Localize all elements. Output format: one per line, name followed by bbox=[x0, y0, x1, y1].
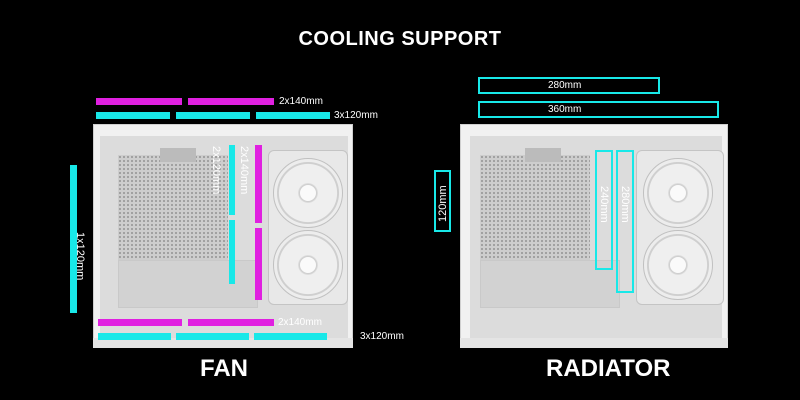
fan-bottom-140-bar-2 bbox=[188, 319, 274, 326]
radiator-rear-120-box bbox=[434, 170, 451, 232]
fan-bottom-140-bar-1 bbox=[98, 319, 182, 326]
fan-bottom-120-bar-1 bbox=[98, 333, 171, 340]
fan-mid-120-label: 2x120mm bbox=[210, 146, 222, 195]
fan-mid-140-bar-2 bbox=[255, 228, 262, 300]
fan-mid-140-label: 2x140mm bbox=[238, 146, 250, 195]
fan-bottom-120-label: 3x120mm bbox=[360, 331, 404, 342]
fan-mid-140-bar-1 bbox=[255, 145, 262, 223]
fan-bottom-140-label: 2x140mm bbox=[278, 317, 322, 328]
radiator-side-240-box bbox=[595, 150, 613, 270]
radiator-rear-120-label: 120mm bbox=[437, 185, 449, 222]
radiator-top-280-label: 280mm bbox=[548, 80, 582, 91]
radiator-side-280-box bbox=[616, 150, 634, 293]
radiator-caption: RADIATOR bbox=[546, 355, 671, 382]
fan-bottom-120-bar-2 bbox=[176, 333, 249, 340]
fan-mid-120-bar-2 bbox=[229, 220, 235, 284]
fan-top-120-label: 3x120mm bbox=[334, 110, 378, 121]
fan-mid-120-bar-1 bbox=[229, 145, 235, 215]
page-title: COOLING SUPPORT bbox=[298, 28, 502, 50]
radiator-side-280-label: 280mm bbox=[619, 186, 631, 223]
fan-top-120-bar-1 bbox=[96, 112, 170, 119]
fan-rear-120-bar bbox=[70, 165, 77, 313]
fan-caption: FAN bbox=[200, 355, 248, 382]
fan-top-140-bar-1 bbox=[96, 98, 182, 105]
fan-top-120-bar-3 bbox=[256, 112, 330, 119]
radiator-top-360-label: 360mm bbox=[548, 104, 582, 115]
fan-top-140-label: 2x140mm bbox=[279, 96, 323, 107]
radiator-top-360-box bbox=[478, 101, 719, 118]
fan-bottom-120-bar-3 bbox=[254, 333, 327, 340]
fan-top-140-bar-2 bbox=[188, 98, 274, 105]
radiator-top-280-box bbox=[478, 77, 660, 94]
fan-top-120-bar-2 bbox=[176, 112, 250, 119]
radiator-side-240-label: 240mm bbox=[598, 186, 610, 223]
fan-rear-120-label: 1x120mm bbox=[74, 232, 86, 281]
